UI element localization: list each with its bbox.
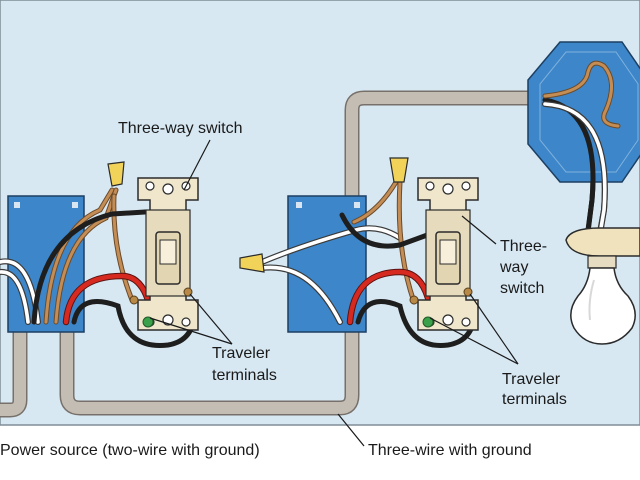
left-black-loop: [71, 299, 197, 349]
label-traveler-right-line2: terminals: [502, 391, 567, 408]
light-bulb: [570, 267, 636, 345]
label-three-wire: Three-wire with ground: [368, 442, 532, 459]
label-traveler-left-line1: Traveler: [212, 345, 271, 362]
left-three-way-switch: [129, 177, 199, 331]
right-traveler-terminal-1: [422, 316, 434, 328]
right-black-wire: [339, 212, 433, 249]
labels: Three-way switch Three- way switch Trave…: [0, 120, 567, 459]
wire-nut-right-white: [239, 253, 265, 273]
right-box-wires: [259, 179, 477, 349]
fixture-wires-front: [542, 60, 621, 237]
label-three-way-switch-right-line3: switch: [500, 280, 544, 297]
fixture-base: [565, 227, 640, 257]
label-power-source: Power source (two-wire with ground): [0, 442, 260, 459]
leader-three-way-switch-right: [461, 215, 497, 245]
leader-traveler-left-b: [189, 293, 233, 345]
leader-traveler-right-b: [469, 293, 519, 365]
label-three-way-switch-right-line1: Three-: [500, 238, 547, 255]
left-box-wires: [0, 187, 197, 349]
leader-lines: [149, 139, 519, 447]
leader-three-way-switch-top: [183, 139, 211, 191]
right-three-way-switch: [409, 177, 479, 331]
leader-traveler-right-a: [429, 317, 519, 365]
left-traveler-terminal-1: [142, 316, 154, 328]
cable-sheaths: [0, 90, 540, 418]
label-traveler-left-line2: terminals: [212, 367, 277, 384]
label-three-way-switch-right-line2: way: [499, 259, 528, 276]
leader-three-wire: [337, 413, 365, 447]
ceiling-junction-box: [527, 41, 640, 183]
wire-nut-left-top: [107, 161, 125, 187]
leader-traveler-left-a: [149, 317, 233, 345]
wire-nuts: [107, 157, 409, 273]
label-traveler-right-line1: Traveler: [502, 371, 561, 388]
left-black-wire: [31, 209, 148, 325]
right-black-loop: [355, 299, 477, 349]
label-three-way-switch-top: Three-way switch: [118, 120, 242, 137]
light-fixture: [565, 227, 640, 345]
right-switch-box: [287, 195, 367, 333]
wire-nut-right-top: [389, 157, 409, 183]
bulb-socket: [587, 255, 617, 269]
